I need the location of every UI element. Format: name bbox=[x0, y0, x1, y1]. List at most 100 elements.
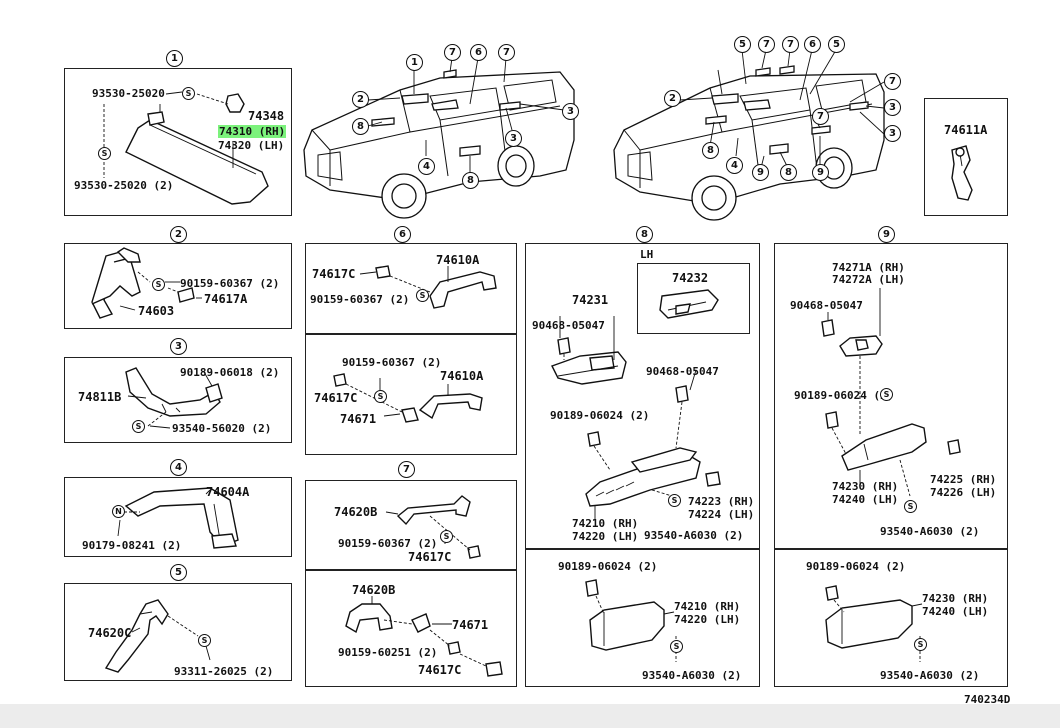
s4-nut-label: 90179-08241 (2) bbox=[82, 539, 182, 552]
section-number-4: 4 bbox=[170, 459, 187, 476]
car-right-callout: 7 bbox=[758, 36, 775, 53]
s8-base-label: 74231 bbox=[572, 293, 609, 307]
s9-cover-rh-label: 74225 (RH) bbox=[930, 473, 997, 486]
car-left-callout: 8 bbox=[352, 118, 369, 135]
section-number-5: 5 bbox=[170, 564, 187, 581]
car-right-callout: 7 bbox=[884, 73, 901, 90]
footer-bar bbox=[0, 704, 1060, 728]
handle-74611a-drawing bbox=[951, 145, 973, 201]
s7-top-clip-label: 74617C bbox=[408, 550, 452, 564]
car-left-callout: 7 bbox=[498, 44, 515, 61]
panel-section-5 bbox=[64, 583, 292, 681]
sunvisor-rh-label: 74310 (RH) bbox=[218, 125, 287, 138]
panel-section-6-top bbox=[305, 243, 517, 334]
s9b-bolt-label: 90189-06024 (2) bbox=[806, 560, 906, 573]
s9-clip-label: 90468-05047 bbox=[790, 299, 863, 312]
s7-bot-screw-label: 90159-60251 (2) bbox=[338, 646, 438, 659]
panel-section-9 bbox=[774, 243, 1008, 549]
s2-screw-label: 90159-60367 (2) bbox=[180, 277, 280, 290]
s8-cover-rh-label: 74223 (RH) bbox=[688, 495, 755, 508]
car-right-callout: 8 bbox=[702, 142, 719, 159]
s8-cover-label: 74232 bbox=[672, 271, 709, 285]
section-5-drawing bbox=[104, 599, 211, 673]
section-8-drawing bbox=[551, 289, 721, 662]
armrest-base-74231 bbox=[551, 351, 627, 385]
car-right-callout: 7 bbox=[782, 36, 799, 53]
sunvisor-lh-label: 74320 (LH) bbox=[218, 139, 285, 152]
sunvisor-panel bbox=[125, 119, 269, 205]
s2-grip-label: 74603 bbox=[138, 304, 175, 318]
car-right-drawing bbox=[613, 49, 885, 221]
panel-section-3 bbox=[64, 357, 292, 443]
panel-section-6-bottom bbox=[305, 334, 517, 455]
s8-bolt-label: 90189-06024 (2) bbox=[550, 409, 650, 422]
s9-cap-lh-label: 74272A (LH) bbox=[832, 273, 905, 286]
screw-mark: S bbox=[98, 147, 111, 160]
car-right-callout: 9 bbox=[812, 164, 829, 181]
s8-clip1-label: 90468-05047 bbox=[532, 319, 605, 332]
car-left-callout: 6 bbox=[470, 44, 487, 61]
nut-mark: N bbox=[112, 505, 125, 518]
s5-screw-label: 93311-26025 (2) bbox=[174, 665, 274, 678]
panel-section-8 bbox=[525, 243, 760, 549]
section-3-drawing bbox=[125, 367, 223, 429]
screw-mark: S bbox=[880, 388, 893, 401]
screw-mark: S bbox=[132, 420, 145, 433]
sunvisor-holder bbox=[225, 93, 245, 113]
panel-section-7-top bbox=[305, 480, 517, 570]
car-left-callout: 3 bbox=[505, 130, 522, 147]
s7-top-grip-label: 74620B bbox=[334, 505, 378, 519]
s8b-bolt-label: 90189-06024 (2) bbox=[558, 560, 658, 573]
s6-top-clip-label: 74617C bbox=[312, 267, 356, 281]
s9-bolt-label: 90189-06024 (2) bbox=[794, 389, 894, 402]
car-left-callout: 4 bbox=[418, 158, 435, 175]
s8b-screw-label: 93540-A6030 (2) bbox=[642, 669, 742, 682]
panel-section-4 bbox=[64, 477, 292, 557]
car-right-callout: 8 bbox=[780, 164, 797, 181]
screw-mark: S bbox=[152, 278, 165, 291]
s7-bot-clip-label: 74617C bbox=[418, 663, 462, 677]
s3-bolt-label: 90189-06018 (2) bbox=[180, 366, 280, 379]
sunvisor-holder-label: 74348 bbox=[248, 109, 285, 123]
car-right-callout: 2 bbox=[664, 90, 681, 107]
car-right-callout: 5 bbox=[734, 36, 751, 53]
section-number-1: 1 bbox=[166, 50, 183, 67]
s9b-screw-label: 93540-A6030 (2) bbox=[880, 669, 980, 682]
s8-rest-lh-label: 74220 (LH) bbox=[572, 530, 639, 543]
car-left-callout: 8 bbox=[462, 172, 479, 189]
car-right-callout: 7 bbox=[812, 108, 829, 125]
s8-clip2-label: 90468-05047 bbox=[646, 365, 719, 378]
s3-screw-label: 93540-56020 (2) bbox=[172, 422, 272, 435]
panel-74611a bbox=[924, 98, 1008, 216]
panel-section-9-bottom bbox=[774, 549, 1008, 687]
section-number-7: 7 bbox=[398, 461, 415, 478]
sunvisor-drawing bbox=[103, 91, 269, 205]
panel-sunvisor bbox=[64, 68, 292, 216]
armrest-74230-lower bbox=[825, 599, 913, 649]
panel-section-7-bottom bbox=[305, 570, 517, 687]
s6-bot-grip-label: 74610A bbox=[440, 369, 484, 383]
section-6-bottom-drawing bbox=[333, 373, 483, 423]
s7-bot-bracket-label: 74671 bbox=[452, 618, 489, 632]
part-74611a-label: 74611A bbox=[944, 123, 988, 137]
screw-mark: S bbox=[904, 500, 917, 513]
screw-mark: S bbox=[198, 634, 211, 647]
screw-mark: S bbox=[914, 638, 927, 651]
section-number-2: 2 bbox=[170, 226, 187, 243]
section-number-3: 3 bbox=[170, 338, 187, 355]
s7-top-screw-label: 90159-60367 (2) bbox=[338, 537, 438, 550]
car-left-callout: 2 bbox=[352, 91, 369, 108]
s8-screw-label: 93540-A6030 (2) bbox=[644, 529, 744, 542]
s6-bot-screw-label: 90159-60367 (2) bbox=[342, 356, 442, 369]
section-number-9: 9 bbox=[878, 226, 895, 243]
s6-bot-clip-label: 74617C bbox=[314, 391, 358, 405]
s9-rest-rh-label: 74230 (RH) bbox=[832, 480, 899, 493]
s9-rest-lh-label: 74240 (LH) bbox=[832, 493, 899, 506]
s5-grip-label: 74620C bbox=[88, 626, 132, 640]
car-left-callout: 7 bbox=[444, 44, 461, 61]
s8-cover-lh-label: 74224 (LH) bbox=[688, 508, 755, 521]
s6-top-grip-label: 74610A bbox=[436, 253, 480, 267]
s9b-rest-lh-label: 74240 (LH) bbox=[922, 605, 989, 618]
sunvisor-screw-bottom-label: 93530-25020 (2) bbox=[74, 179, 174, 192]
